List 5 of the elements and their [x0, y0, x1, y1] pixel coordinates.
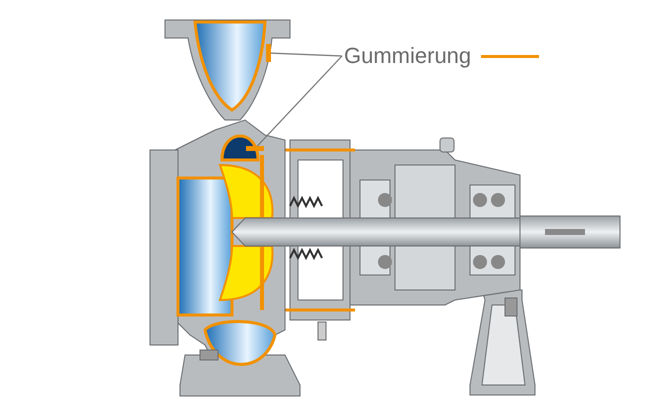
callout-label: Gummierung	[343, 45, 472, 67]
lining-segment	[266, 44, 271, 62]
leader-line	[256, 56, 342, 146]
lining-segment	[246, 146, 264, 151]
leader-line	[270, 52, 342, 57]
